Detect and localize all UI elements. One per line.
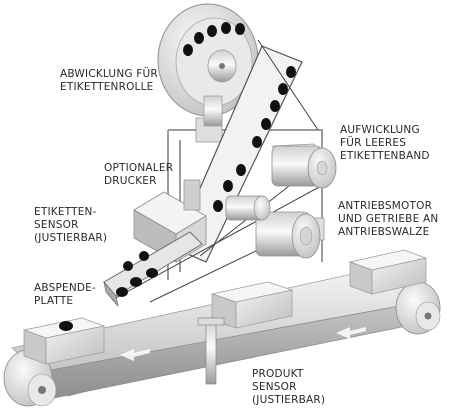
label-rewind-line-1: AUFWICKLUNG bbox=[340, 124, 420, 136]
label-unwind-line-1: ABWICKLUNG FÜR bbox=[60, 68, 158, 80]
product-box-labeled bbox=[22, 317, 106, 365]
label-label-sensor-line-1: ETIKETTEN- bbox=[34, 206, 97, 218]
label-peel-plate-line-1: ABSPENDE- bbox=[34, 282, 96, 294]
drive-motor bbox=[225, 195, 321, 259]
label-motor-line-2: UND GETRIEBE AN bbox=[338, 213, 439, 225]
product-sensor-post bbox=[197, 317, 225, 385]
product-boxes bbox=[22, 249, 428, 365]
unwind-reel bbox=[157, 3, 259, 127]
label-rewind-line-2: FÜR LEERES bbox=[340, 137, 407, 149]
label-printer-line-1: OPTIONALER bbox=[104, 162, 174, 174]
label-label-sensor-line-2: SENSOR bbox=[34, 219, 79, 231]
label-peel-plate-line-2: PLATTE bbox=[34, 295, 74, 307]
label-motor-line-3: ANTRIEBSWALZE bbox=[338, 226, 430, 238]
label-unwind-line-2: ETIKETTENROLLE bbox=[60, 81, 154, 93]
label-motor-line-1: ANTRIEBSMOTOR bbox=[338, 200, 433, 212]
label-product-sensor-line-3: (JUSTIERBAR) bbox=[252, 394, 326, 406]
label-peel-plate: ABSPENDE- PLATTE bbox=[34, 282, 96, 308]
label-unwind: ABWICKLUNG FÜR ETIKETTENROLLE bbox=[60, 68, 158, 94]
label-motor: ANTRIEBSMOTOR UND GETRIEBE AN ANTRIEBSWA… bbox=[338, 200, 438, 239]
label-rewind: AUFWICKLUNG FÜR LEERES ETIKETTENBAND bbox=[340, 124, 430, 163]
conveyor bbox=[3, 267, 441, 407]
label-product-sensor-line-1: PRODUKT bbox=[252, 368, 304, 380]
label-web bbox=[111, 39, 333, 303]
label-label-sensor-line-3: (JUSTIERBAR) bbox=[34, 232, 108, 244]
label-printer-line-2: DRUCKER bbox=[104, 175, 157, 187]
label-product-sensor: PRODUKT SENSOR (JUSTIERBAR) bbox=[252, 368, 325, 407]
label-product-sensor-line-2: SENSOR bbox=[252, 381, 297, 393]
label-label-sensor: ETIKETTEN- SENSOR (JUSTIERBAR) bbox=[34, 206, 107, 245]
dispense-plate bbox=[103, 231, 203, 308]
rewind-spool bbox=[271, 143, 337, 189]
label-rewind-line-3: ETIKETTENBAND bbox=[340, 150, 430, 162]
label-printer: OPTIONALER DRUCKER bbox=[104, 162, 173, 188]
product-box-right bbox=[348, 249, 428, 295]
product-box-middle bbox=[210, 281, 294, 329]
